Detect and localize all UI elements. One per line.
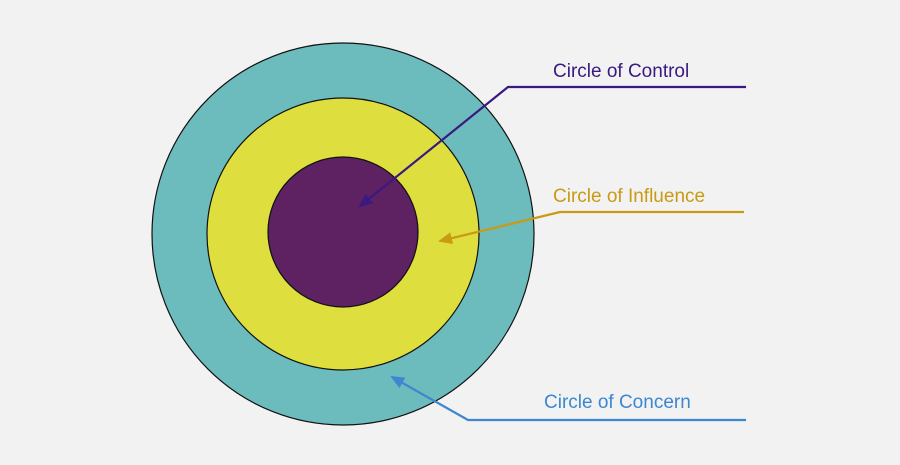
circle-of-concern-label: Circle of Concern — [544, 392, 691, 413]
control-leader-arrow — [358, 85, 746, 208]
circle-of-control-label: Circle of Control — [553, 61, 689, 82]
concern-leader-arrow — [390, 376, 746, 422]
circle-of-influence-label: Circle of Influence — [553, 186, 705, 207]
influence-leader-arrow — [438, 210, 744, 245]
circle-of-control-core — [267, 156, 419, 308]
